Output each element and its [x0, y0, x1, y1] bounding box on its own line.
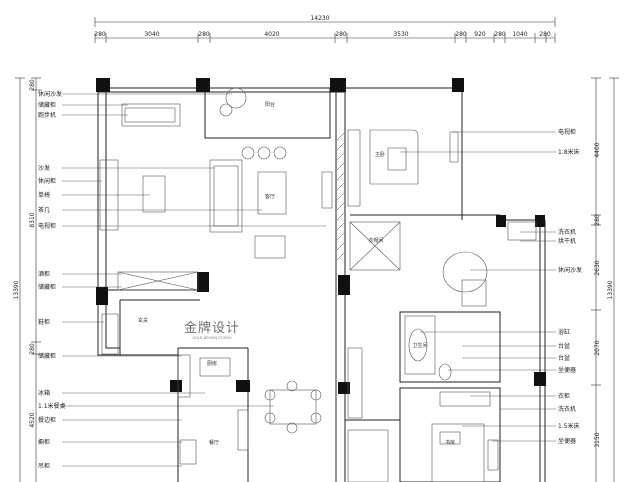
dim-right-segments: 4400 280 2630 2070 3150 [594, 142, 601, 447]
furniture [99, 87, 537, 482]
label-storage-cabinet-2: 储藏柜 [38, 283, 56, 291]
label-fridge: 冰箱 [38, 389, 50, 397]
label-wall-cabinet: 吊柜 [38, 462, 50, 470]
label-storage-cabinet: 储藏柜 [38, 101, 56, 109]
dim-left-seg: 280 [29, 79, 36, 91]
dim-top-seg: 3530 [393, 31, 408, 38]
label-washer: 洗衣机 [558, 228, 576, 236]
dim-right-seg: 2630 [594, 260, 601, 275]
label-coffee-table: 茶几 [38, 206, 50, 214]
label-basin: 台盆 [558, 342, 570, 350]
room-bathroom: 卫生间 [412, 342, 427, 349]
dim-left-total: 13390 [13, 280, 20, 299]
label-wardrobe: 衣柜 [558, 392, 570, 400]
label-sideboard: 餐边柜 [38, 416, 56, 424]
dim-left-segments: 280 8310 280 4520 [29, 79, 36, 428]
label-tv-cabinet-right: 电视柜 [558, 128, 576, 136]
dim-top-seg: 280 [94, 31, 106, 38]
room-kitchen: 厨房 [207, 360, 217, 367]
label-washer-2: 洗衣机 [558, 405, 576, 413]
label-shoe-cabinet: 鞋柜 [38, 318, 50, 326]
left-leader-lines [62, 93, 326, 467]
dim-top-seg: 4020 [264, 31, 279, 38]
top-dimension-lines [94, 17, 556, 43]
dim-right-seg: 3150 [594, 432, 601, 447]
label-bathtub: 浴缸 [558, 328, 570, 336]
label-armchair: 单椅 [38, 191, 50, 199]
dim-right-seg: 2070 [594, 340, 601, 355]
dim-top-total: 14230 [310, 15, 329, 22]
label-basin-2: 台盆 [558, 354, 570, 362]
room-study: 书房 [445, 439, 455, 446]
left-labels: 休闲沙发 储藏柜 跑步机 沙发 休闲柜 单椅 茶几 电视柜 酒柜 储藏柜 鞋柜 … [38, 90, 66, 470]
structural-columns [96, 78, 546, 394]
dim-top-segments: 280 3040 280 4020 280 3530 280 920 280 1… [94, 31, 551, 38]
dim-top-seg: 1040 [512, 31, 527, 38]
right-leader-lines [400, 131, 556, 442]
dim-right-seg: 280 [594, 214, 601, 226]
dim-top-seg: 3040 [144, 31, 159, 38]
label-treadmill: 跑步机 [38, 111, 56, 119]
label-bed-1-8m: 1.8米床 [558, 148, 580, 156]
room-living: 客厅 [265, 193, 275, 200]
room-dining: 餐厅 [209, 439, 219, 446]
room-master-bedroom: 主卧 [375, 151, 385, 158]
dim-top-seg: 280 [335, 31, 347, 38]
hatched-wall [336, 132, 345, 261]
label-toilet: 坐便器 [558, 366, 576, 374]
label-leisure-sofa: 休闲沙发 [38, 90, 62, 98]
dim-right-total: 13390 [607, 280, 614, 299]
label-bed-1-5m: 1.5米床 [558, 422, 580, 430]
label-dining-table: 1.1米餐桌 [38, 402, 66, 410]
label-leisure-sofa-right: 休闲沙发 [558, 266, 582, 274]
dim-top-seg: 920 [474, 31, 486, 38]
label-toilet-2: 坐便器 [558, 437, 576, 445]
room-balcony: 阳台 [265, 101, 275, 108]
label-storage-cabinet-3: 储藏柜 [38, 352, 56, 360]
left-dimension-lines [15, 77, 41, 482]
watermark-sub: GOLD DESIGN STUDIO [192, 336, 231, 340]
label-wine-cabinet: 酒柜 [38, 270, 50, 278]
dim-right-seg: 4400 [594, 142, 601, 157]
walls [97, 87, 546, 482]
dim-left-seg: 280 [29, 343, 36, 355]
room-walk-in-closet: 衣帽间 [368, 237, 383, 244]
dim-top-seg: 280 [455, 31, 467, 38]
room-entry: 玄关 [138, 317, 148, 324]
watermark: 金牌设计 GOLD DESIGN STUDIO [184, 320, 240, 340]
dim-top-seg: 280 [494, 31, 506, 38]
dim-top-seg: 280 [539, 31, 551, 38]
dim-left-seg: 8310 [29, 212, 36, 227]
right-dimension-lines [591, 77, 619, 482]
label-cupboard: 橱柜 [38, 438, 50, 446]
label-sofa: 沙发 [38, 164, 50, 172]
label-tv-cabinet: 电视柜 [38, 222, 56, 230]
dim-top-seg: 280 [198, 31, 210, 38]
room-labels: 阳台 客厅 主卧 衣帽间 卫生间 玄关 厨房 餐厅 书房 [138, 101, 455, 446]
label-dryer: 烘干机 [558, 237, 576, 245]
right-labels: 电视柜 1.8米床 洗衣机 烘干机 休闲沙发 浴缸 台盆 台盆 坐便器 衣柜 洗… [558, 128, 582, 445]
label-leisure-cabinet: 休闲柜 [38, 177, 56, 185]
dim-left-seg: 4520 [29, 412, 36, 427]
watermark-title: 金牌设计 [184, 320, 240, 336]
